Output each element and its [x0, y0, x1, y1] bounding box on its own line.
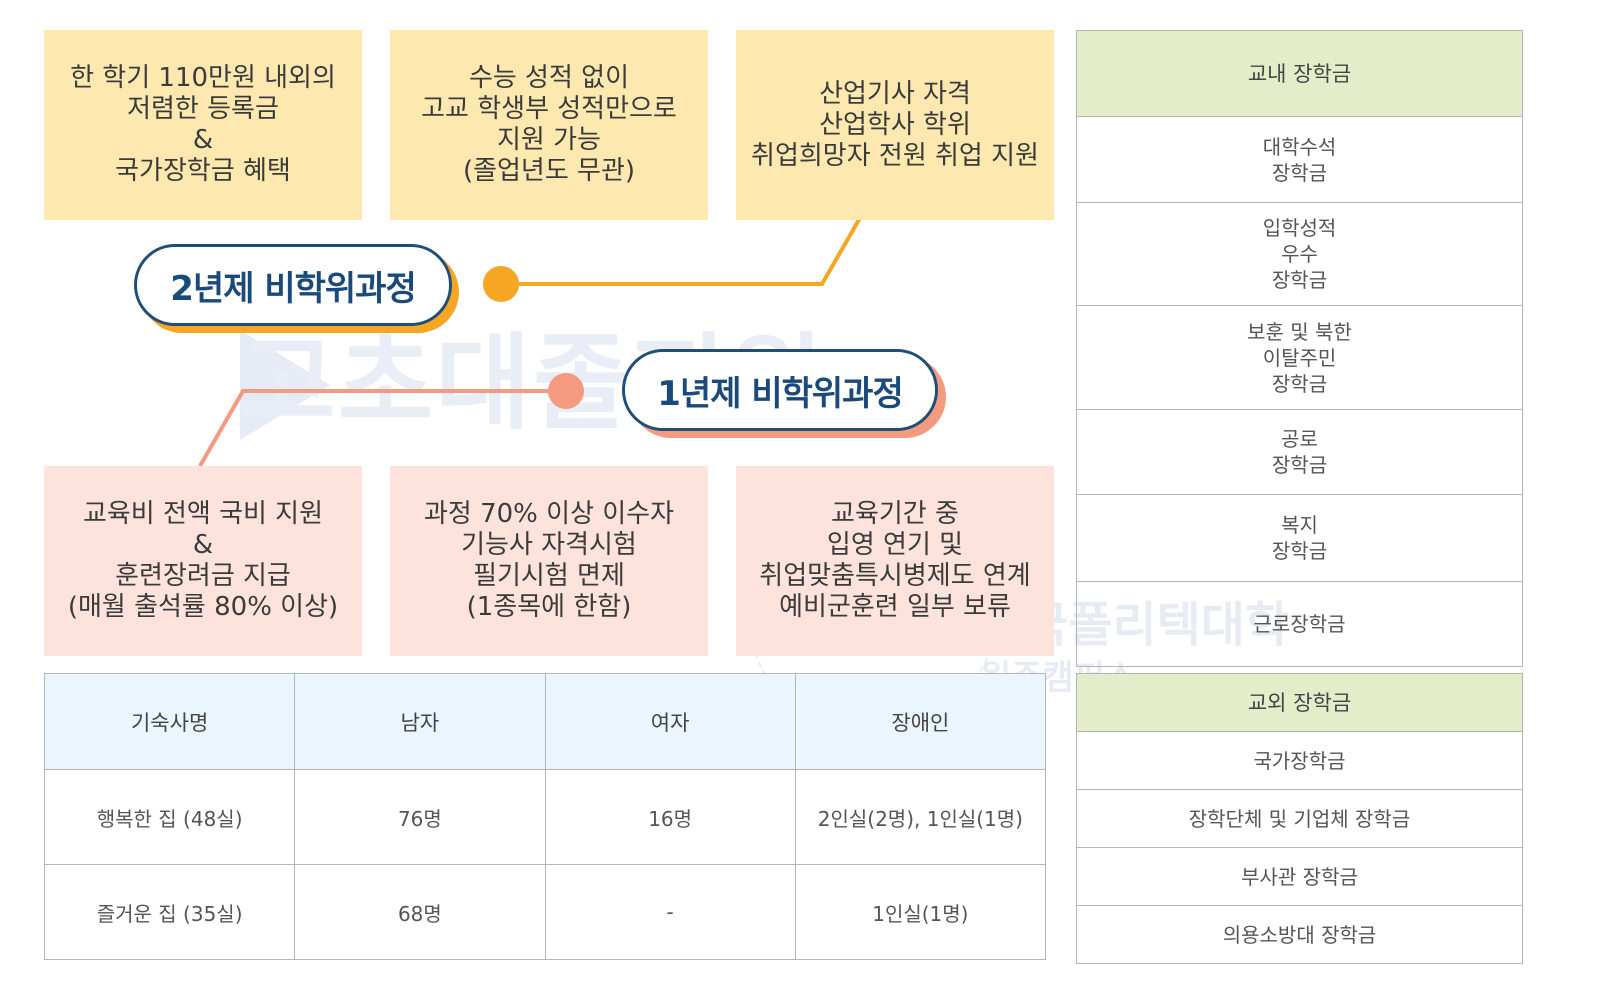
benefit-card-exam: 과정 70% 이상 이수자 기능사 자격시험 필기시험 면제 (1종목에 한함)	[390, 466, 708, 656]
bubble-1year-label: 1년제 비학위과정	[657, 373, 903, 414]
dormitory-table: 기숙사명 남자 여자 장애인 행복한 집 (48실) 76명 16명 2인실(2…	[43, 673, 1047, 960]
list-item: 국가장학금	[1076, 731, 1523, 790]
benefit-card-certificate: 산업기사 자격 산업학사 학위 취업희망자 전원 취업 지원	[736, 30, 1054, 220]
connector-2year	[501, 217, 862, 286]
benefit-card-admission: 수능 성적 없이 고교 학생부 성적만으로 지원 가능 (졸업년도 무관)	[390, 30, 708, 220]
external-scholarship-title: 교외 장학금	[1076, 673, 1523, 732]
header-male: 남자	[294, 673, 546, 770]
bubble-2year: 2년제 비학위과정	[134, 244, 452, 326]
list-item: 입학성적 우수 장학금	[1076, 202, 1523, 306]
list-item: 대학수석 장학금	[1076, 116, 1523, 203]
list-item: 보훈 및 북한 이탈주민 장학금	[1076, 305, 1523, 410]
scholarship-item: 복지 장학금	[1076, 494, 1523, 582]
list-item: 부사관 장학금	[1076, 847, 1523, 906]
table-row: 행복한 집 (48실) 76명 16명 2인실(2명), 1인실(1명)	[43, 769, 1047, 865]
bubble-1year: 1년제 비학위과정	[622, 349, 938, 431]
bubble-2year-label: 2년제 비학위과정	[170, 268, 416, 309]
table-cell: 1인실(1명)	[794, 864, 1047, 960]
benefit-card-text: 수능 성적 없이 고교 학생부 성적만으로 지원 가능 (졸업년도 무관)	[421, 63, 677, 186]
scholarship-item: 근로장학금	[1076, 581, 1523, 667]
internal-scholarship-title: 교내 장학금	[1076, 30, 1523, 117]
list-item: 장학단체 및 기업체 장학금	[1076, 789, 1523, 848]
scholarship-item: 공로 장학금	[1076, 409, 1523, 495]
table-cell: 2인실(2명), 1인실(1명)	[794, 769, 1047, 865]
table-header-row: 기숙사명 남자 여자 장애인	[43, 673, 1047, 770]
table-cell: -	[544, 864, 796, 960]
benefit-card-text: 교육기간 중 입영 연기 및 취업맞춤특시병제도 연계 예비군훈련 일부 보류	[759, 499, 1031, 622]
header-dorm-name: 기숙사명	[43, 673, 296, 770]
table-cell: 76명	[294, 769, 546, 865]
header-female: 여자	[544, 673, 796, 770]
scholarship-item: 의용소방대 장학금	[1076, 905, 1523, 964]
list-item: 근로장학금	[1076, 581, 1523, 667]
external-scholarship-table: 교외 장학금 국가장학금 장학단체 및 기업체 장학금 부사관 장학금 의용소방…	[1076, 673, 1523, 964]
table-cell: 16명	[544, 769, 796, 865]
scholarship-item: 국가장학금	[1076, 731, 1523, 790]
benefit-card-text: 교육비 전액 국비 지원 & 훈련장려금 지급 (매월 출석률 80% 이상)	[67, 499, 339, 622]
scholarship-item: 부사관 장학금	[1076, 847, 1523, 906]
table-header-row: 교외 장학금	[1076, 673, 1523, 732]
header-disabled: 장애인	[794, 673, 1047, 770]
connector-dot-1year	[548, 373, 584, 409]
benefit-card-text: 과정 70% 이상 이수자 기능사 자격시험 필기시험 면제 (1종목에 한함)	[423, 499, 675, 622]
table-header-row: 교내 장학금	[1076, 30, 1523, 117]
table-cell: 68명	[294, 864, 546, 960]
scholarship-item: 보훈 및 북한 이탈주민 장학금	[1076, 305, 1523, 410]
benefit-card-military: 교육기간 중 입영 연기 및 취업맞춤특시병제도 연계 예비군훈련 일부 보류	[736, 466, 1054, 656]
benefit-card-text: 산업기사 자격 산업학사 학위 취업희망자 전원 취업 지원	[751, 78, 1039, 171]
scholarship-item: 입학성적 우수 장학금	[1076, 202, 1523, 306]
benefit-card-text: 한 학기 110만원 내외의 저렴한 등록금 & 국가장학금 혜택	[70, 63, 336, 186]
table-cell: 행복한 집 (48실)	[43, 769, 296, 865]
connector-dot-2year	[483, 266, 519, 302]
list-item: 공로 장학금	[1076, 409, 1523, 495]
table-cell: 즐거운 집 (35실)	[43, 864, 296, 960]
benefit-card-funding: 교육비 전액 국비 지원 & 훈련장려금 지급 (매월 출석률 80% 이상)	[44, 466, 362, 656]
scholarship-item: 장학단체 및 기업체 장학금	[1076, 789, 1523, 848]
scholarship-item: 대학수석 장학금	[1076, 116, 1523, 203]
benefit-card-tuition: 한 학기 110만원 내외의 저렴한 등록금 & 국가장학금 혜택	[44, 30, 362, 220]
list-item: 의용소방대 장학금	[1076, 905, 1523, 964]
internal-scholarship-table: 교내 장학금 대학수석 장학금 입학성적 우수 장학금 보훈 및 북한 이탈주민…	[1076, 30, 1523, 667]
table-row: 즐거운 집 (35실) 68명 - 1인실(1명)	[43, 864, 1047, 960]
list-item: 복지 장학금	[1076, 494, 1523, 582]
